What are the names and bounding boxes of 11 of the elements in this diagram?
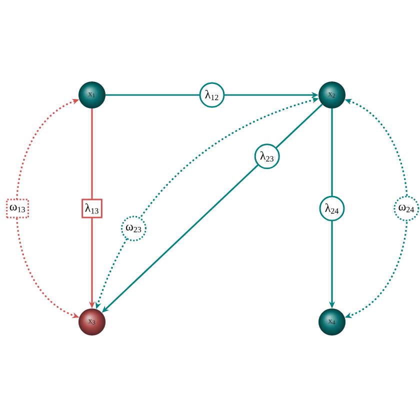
edge-label: λ$_{24}$: [319, 196, 345, 222]
node-label: x$_{3}$: [88, 320, 96, 324]
edge-label: λ$_{23}$: [254, 144, 280, 170]
node-label: x$_{4}$: [328, 320, 336, 324]
node-label: x$_{1}$: [88, 92, 95, 98]
edge-label: ω$_{23}$: [120, 216, 146, 242]
node-label: x$_{2}$: [328, 92, 335, 98]
edge-label: λ$_{13}$: [82, 198, 102, 218]
edge-label: λ$_{12}$: [199, 82, 225, 108]
edge-label: ω$_{13}$: [6, 198, 29, 218]
edge-label: ω$_{24}$: [394, 196, 420, 222]
